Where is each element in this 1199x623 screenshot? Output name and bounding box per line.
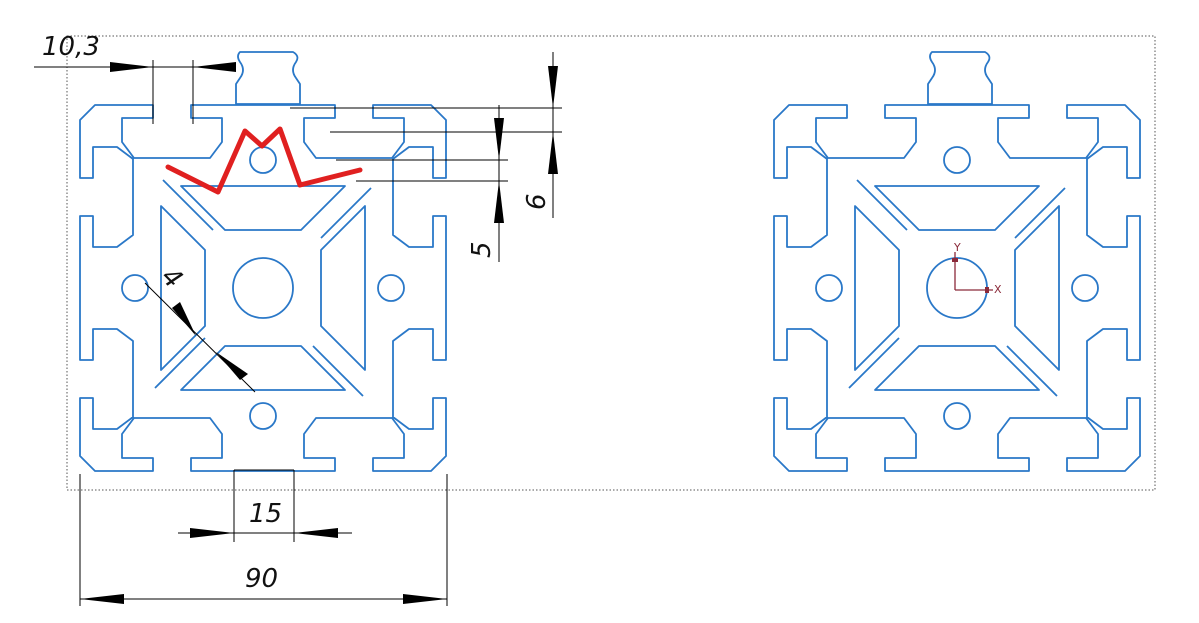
- center-bore: [926, 257, 988, 319]
- profile-keyhole: [377, 274, 405, 302]
- profile-rib: [154, 337, 206, 389]
- profile-cavity: [180, 345, 346, 391]
- profile-rib: [848, 337, 900, 389]
- dimension-10-3: 10,3: [34, 32, 236, 124]
- profile-cavity: [180, 185, 346, 231]
- t-nut-left: [235, 51, 301, 105]
- profile-keyhole: [815, 274, 843, 302]
- dimension-label-6: 6: [522, 193, 552, 210]
- dimension-label-5: 5: [467, 241, 497, 258]
- red-markup-annotation: [165, 126, 363, 195]
- profile-rib: [312, 345, 364, 397]
- profile-rib: [162, 179, 214, 231]
- axis-y-label: Y: [953, 241, 961, 254]
- dimension-5: 5: [336, 105, 508, 262]
- profile-cavity: [874, 345, 1040, 391]
- coordinate-system-icon: Y X: [952, 241, 1002, 296]
- dimension-90: 90: [79, 474, 448, 606]
- dimension-15: 15: [178, 469, 352, 542]
- profile-rib: [1014, 187, 1066, 239]
- profile-cavity: [160, 205, 206, 371]
- profile-left[interactable]: [79, 104, 447, 472]
- profile-cavity: [874, 185, 1040, 231]
- center-bore: [232, 257, 294, 319]
- dimension-label-4: 4: [155, 262, 188, 295]
- axis-x-label: X: [994, 283, 1002, 296]
- dimension-label-10-3: 10,3: [42, 32, 100, 62]
- profile-right[interactable]: [773, 104, 1141, 472]
- profile-rib: [1006, 345, 1058, 397]
- profile-outline: [79, 104, 447, 472]
- profile-outline: [773, 104, 1141, 472]
- profile-keyhole: [943, 402, 971, 430]
- profile-keyhole: [121, 274, 149, 302]
- profile-rib: [856, 179, 908, 231]
- profile-keyhole: [943, 146, 971, 174]
- selection-frame: [66, 35, 1156, 491]
- profile-keyhole: [249, 146, 277, 174]
- profile-keyhole: [249, 402, 277, 430]
- dimension-6: 6: [290, 52, 562, 218]
- profile-keyhole: [1071, 274, 1099, 302]
- profile-cavity: [320, 205, 366, 371]
- dimension-label-15: 15: [249, 499, 282, 529]
- profile-cavity: [854, 205, 900, 371]
- profile-rib: [320, 187, 372, 239]
- profile-cavity: [1014, 205, 1060, 371]
- t-nut-right: [927, 51, 993, 105]
- dimension-label-90: 90: [245, 564, 278, 594]
